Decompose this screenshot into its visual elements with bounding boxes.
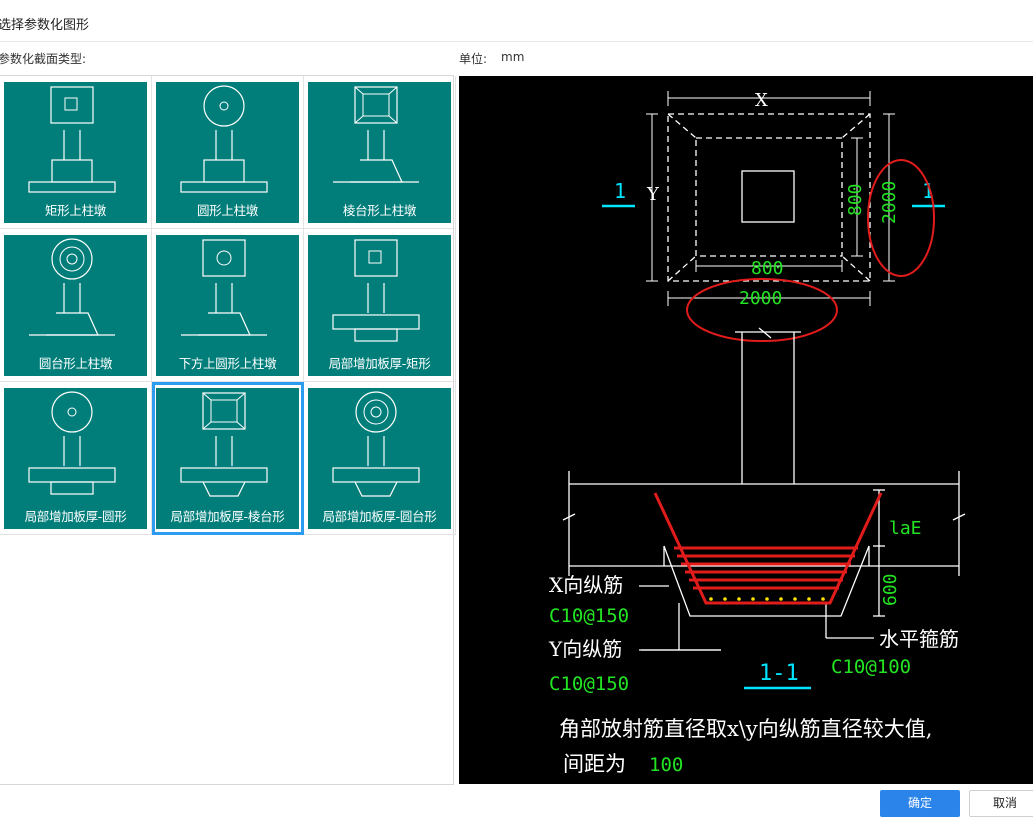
section-type-thumbnail: 下方上圆形上柱墩 bbox=[156, 235, 299, 376]
note-line-1: 角部放射筋直径取x\y向纵筋直径较大值, bbox=[559, 717, 932, 741]
section-type-thumbnail: 局部增加板厚-圆台形 bbox=[308, 388, 451, 529]
section-type-icon bbox=[332, 391, 420, 497]
section-view bbox=[562, 327, 966, 651]
section-type-thumbnail: 局部增加板厚-矩形 bbox=[308, 235, 451, 376]
x-rebar-value: C10@150 bbox=[549, 605, 629, 627]
ok-button[interactable]: 确定 bbox=[880, 790, 960, 817]
section-preview-drawing: X Y 800 2000 800 2000 1 1 bbox=[459, 76, 1033, 784]
dim-y-label: Y bbox=[646, 184, 660, 205]
inner-x-dimension: 800 bbox=[751, 258, 784, 279]
rebar-cage bbox=[653, 492, 883, 605]
section-type-thumbnail: 圆台形上柱墩 bbox=[4, 235, 147, 376]
section-type-option[interactable]: 下方上圆形上柱墩 bbox=[152, 229, 304, 382]
section-type-icon bbox=[28, 86, 116, 193]
section-type-icon bbox=[180, 392, 268, 497]
hoop-rebar-value: C10@100 bbox=[831, 656, 911, 678]
section-type-icon bbox=[180, 85, 268, 193]
section-type-icon bbox=[29, 238, 115, 336]
section-type-option[interactable]: 矩形上柱墩 bbox=[0, 76, 152, 229]
highlight-ellipse-horizontal bbox=[686, 278, 838, 342]
dim-x-label: X bbox=[755, 90, 768, 111]
highlight-ellipse-vertical bbox=[867, 159, 935, 277]
section-type-option[interactable]: 棱台形上柱墩 bbox=[304, 76, 456, 229]
y-rebar-value: C10@150 bbox=[549, 673, 629, 695]
section-type-thumbnail: 矩形上柱墩 bbox=[4, 82, 147, 223]
preview-canvas: X Y 800 2000 800 2000 1 1 bbox=[548, 90, 966, 776]
section-type-thumbnail: 局部增加板厚-圆形 bbox=[4, 388, 147, 529]
note-line-2-prefix: 间距为 bbox=[563, 752, 626, 776]
section-type-thumbnail: 圆形上柱墩 bbox=[156, 82, 299, 223]
section-type-option[interactable]: 圆形上柱墩 bbox=[152, 76, 304, 229]
section-mark-left: 1 bbox=[614, 179, 626, 203]
x-rebar-label: X向纵筋 bbox=[549, 573, 623, 597]
section-type-label: 局部增加板厚-圆形 bbox=[24, 509, 127, 524]
section-type-option[interactable]: 局部增加板厚-圆台形 bbox=[304, 382, 456, 535]
note-line-2-value: 100 bbox=[649, 754, 683, 776]
cancel-button[interactable]: 取消 bbox=[969, 790, 1033, 817]
depth-dimension: 600 bbox=[880, 573, 901, 606]
section-type-icon bbox=[181, 239, 267, 336]
section-type-thumbnail: 局部增加板厚-棱台形 bbox=[156, 388, 299, 529]
section-type-option[interactable]: 局部增加板厚-棱台形 bbox=[152, 382, 304, 535]
anchorage-length-label: laE bbox=[889, 518, 922, 539]
hoop-rebar-label: 水平箍筋 bbox=[879, 627, 959, 651]
y-rebar-label: Y向纵筋 bbox=[548, 637, 622, 661]
section-type-grid: 矩形上柱墩圆形上柱墩棱台形上柱墩圆台形上柱墩下方上圆形上柱墩局部增加板厚-矩形局… bbox=[0, 75, 456, 785]
section-type-label: 局部增加板厚-圆台形 bbox=[322, 509, 437, 524]
section-type-option[interactable]: 局部增加板厚-矩形 bbox=[304, 229, 456, 382]
section-type-icon bbox=[332, 239, 420, 342]
section-type-icon bbox=[28, 391, 116, 495]
title-bar: 选择参数化图形 bbox=[0, 0, 1033, 42]
section-type-label: 参数化截面类型: bbox=[0, 52, 87, 66]
rebar-dots bbox=[709, 597, 825, 601]
inner-y-dimension: 800 bbox=[845, 183, 866, 216]
section-type-label: 棱台形上柱墩 bbox=[342, 203, 417, 218]
outer-x-dimension: 2000 bbox=[739, 288, 782, 309]
dialog-title: 选择参数化图形 bbox=[0, 18, 90, 33]
section-type-label: 圆形上柱墩 bbox=[196, 203, 258, 218]
section-title: 1-1 bbox=[759, 661, 799, 686]
outer-y-dimension: 2000 bbox=[879, 181, 900, 224]
section-type-icon bbox=[333, 86, 419, 183]
unit-label: 单位: bbox=[459, 52, 488, 66]
section-type-label: 局部增加板厚-矩形 bbox=[328, 356, 431, 371]
section-type-label: 矩形上柱墩 bbox=[44, 203, 106, 218]
section-type-thumbnail: 棱台形上柱墩 bbox=[308, 82, 451, 223]
unit-value: mm bbox=[501, 50, 525, 64]
section-type-label: 下方上圆形上柱墩 bbox=[178, 356, 277, 371]
plan-view bbox=[667, 113, 871, 282]
section-type-option[interactable]: 圆台形上柱墩 bbox=[0, 229, 152, 382]
section-type-label: 局部增加板厚-棱台形 bbox=[170, 509, 285, 524]
section-type-option[interactable]: 局部增加板厚-圆形 bbox=[0, 382, 152, 535]
plan-dimension-lines bbox=[646, 91, 895, 306]
section-type-label: 圆台形上柱墩 bbox=[38, 356, 113, 371]
